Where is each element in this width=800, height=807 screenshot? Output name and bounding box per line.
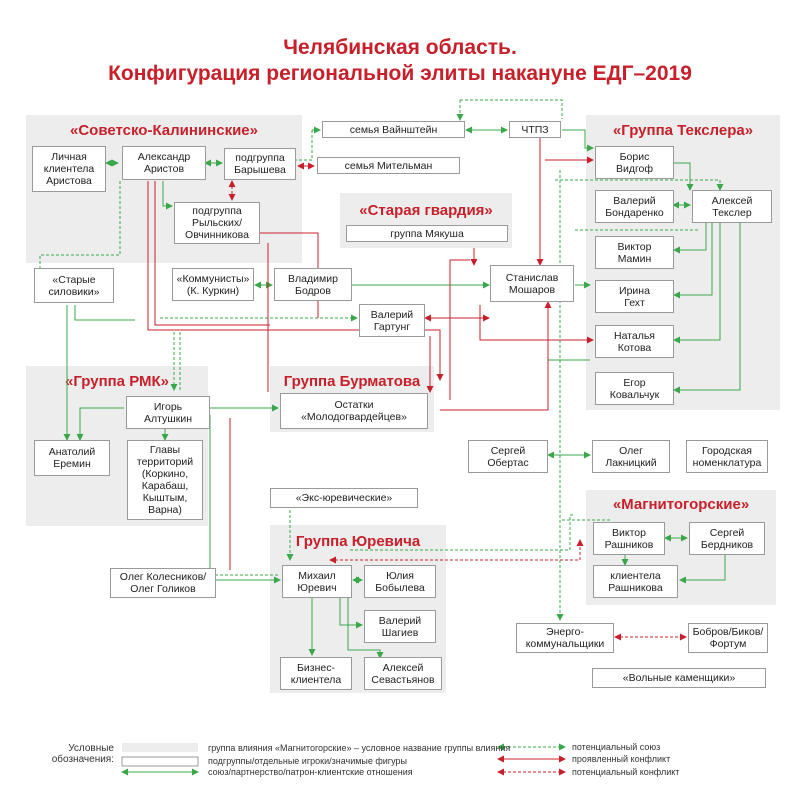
node-berdnikov: Сергей Бердников — [689, 522, 765, 555]
node-geht: Ирина Гехт — [595, 280, 674, 313]
node-vainshtein: семья Вайнштейн — [322, 121, 465, 138]
node-mitelman: семья Мительман — [317, 157, 460, 174]
node-teksler: Алексей Текслер — [692, 190, 772, 223]
node-clients-aristov: Личная клиентела Аристова — [32, 146, 106, 192]
node-molodogvardeytsy: Остатки «Молодогвардейцев» — [280, 393, 428, 429]
diagram-title-line2: Конфигурация региональной элиты накануне… — [108, 62, 692, 85]
node-rylskih: подгруппа Рыльских/ Овчинникова — [174, 202, 260, 244]
node-glavy-territoriy: Главы территорий (Коркино, Карабаш, Кышт… — [127, 440, 203, 520]
legend-node-swatch — [121, 756, 199, 767]
node-bondarenko: Валерий Бондаренко — [595, 190, 674, 223]
legend-node-label: подгруппы/отдельные игроки/значимые фигу… — [208, 756, 407, 766]
node-gartung: Валерий Гартунг — [359, 304, 425, 337]
node-kolesnikov-golikov: Олег Колесников/ Олег Голиков — [110, 568, 216, 598]
node-eks-yurevicheskie: «Экс-юревические» — [270, 488, 418, 508]
node-barysheva: подгруппа Барышева — [224, 148, 296, 180]
node-yurevich: Михаил Юревич — [282, 565, 352, 598]
node-volnye-kamenshiki: «Вольные каменщики» — [592, 668, 766, 688]
group-heading-burmatov: Группа Бурматова — [283, 373, 421, 390]
node-chtpz: ЧТПЗ — [509, 121, 561, 138]
legend-heading: Условные обозначения: — [51, 743, 114, 765]
legend-conflict-label: проявленный конфликт — [572, 754, 671, 764]
node-biznes-klientela: Бизнес- клиентела — [280, 657, 352, 690]
node-bobyleva: Юлия Бобылева — [364, 565, 436, 598]
group-heading-teksler: «Группа Текслера» — [612, 122, 754, 139]
node-shagiev: Валерий Шагиев — [364, 610, 436, 643]
node-sevastyanov: Алексей Севастьянов — [364, 657, 442, 690]
legend-alliance-label: союз/партнерство/патрон-клиентские отнош… — [208, 767, 413, 777]
group-heading-magnitogorskie: «Магнитогорские» — [612, 496, 750, 513]
node-laknitsky: Олег Лакницкий — [592, 440, 670, 473]
node-kommunisty: «Коммунисты» (К. Куркин) — [172, 268, 254, 301]
node-myakush: группа Мякуша — [346, 225, 508, 242]
group-heading-sovetsko: «Советско-Калининские» — [70, 122, 258, 139]
legend-group-label: группа влияния «Магнитогорские» – условн… — [208, 743, 511, 753]
legend-potential-alliance-label: потенциальный союз — [572, 742, 661, 752]
group-heading-rmk: «Группа РМК» — [64, 373, 169, 390]
diagram-title-line1: Челябинская область. — [283, 36, 517, 59]
node-eremin: Анатолий Еремин — [34, 440, 110, 476]
legend-potential-conflict-label: потенциальный конфликт — [572, 767, 680, 777]
node-aristov: Александр Аристов — [122, 146, 206, 180]
node-bodrov: Владимир Бодров — [274, 268, 352, 301]
node-energo: Энерго- коммунальщики — [516, 623, 614, 653]
group-heading-staraya: «Старая гвардия» — [359, 202, 493, 219]
node-vidgof: Борис Видгоф — [595, 146, 674, 179]
node-gorodskaya-nomenklatura: Городская номенклатура — [686, 440, 768, 473]
node-altushkin: Игорь Алтушкин — [126, 396, 210, 429]
node-kotova: Наталья Котова — [595, 325, 674, 358]
node-obertas: Сергей Обертас — [468, 440, 548, 473]
node-clients-rashnikov: клиентела Рашникова — [593, 565, 678, 598]
node-kovalchuk: Егор Ковальчук — [595, 372, 674, 405]
node-rashnikov: Виктор Рашников — [593, 522, 665, 555]
node-mosharov: Станислав Мошаров — [490, 265, 574, 302]
legend-group-swatch — [122, 743, 198, 752]
node-bobrov-bikov-fortum: Бобров/Биков/ Фортум — [688, 623, 768, 653]
node-mamin: Виктор Мамин — [595, 236, 674, 269]
node-starye-siloviki: «Старые силовики» — [34, 268, 114, 303]
